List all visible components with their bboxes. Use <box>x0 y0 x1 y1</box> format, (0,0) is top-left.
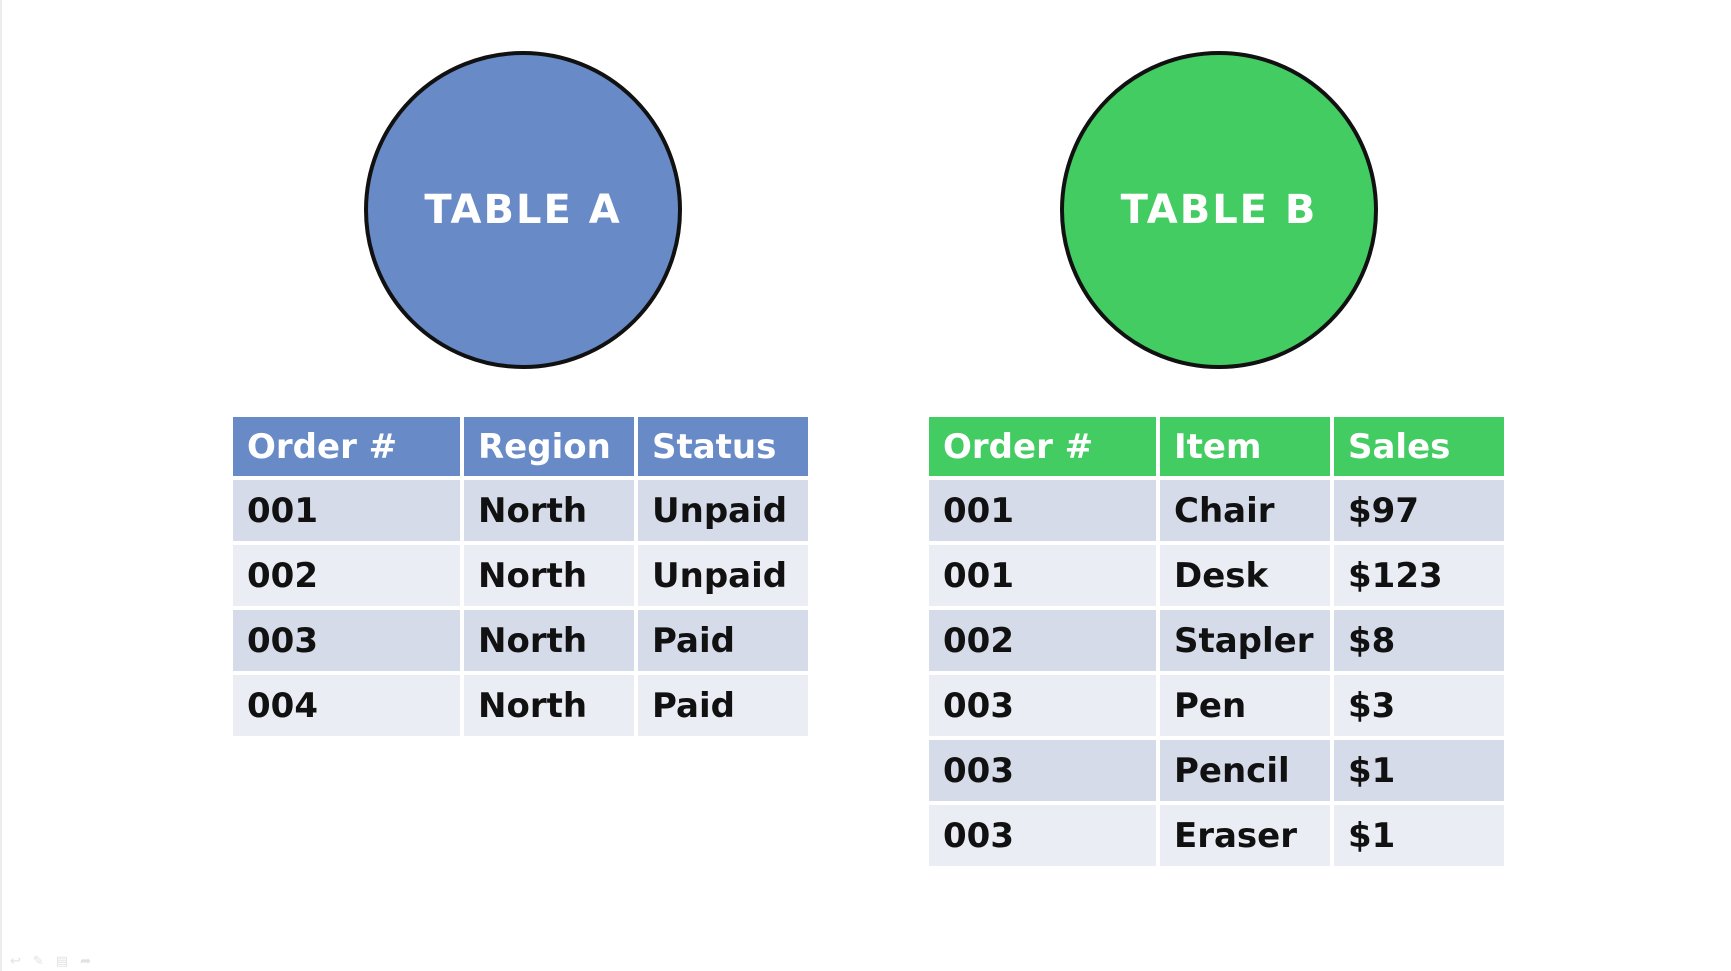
table-row: 004 North Paid <box>233 675 808 736</box>
table-row: 001 Chair $97 <box>929 480 1504 541</box>
table-b-cell: Pen <box>1160 675 1330 736</box>
table-b-cell: $97 <box>1334 480 1504 541</box>
table-a-title: TABLE A <box>424 187 622 233</box>
forward-arrow-icon[interactable]: ➦ <box>80 954 92 969</box>
slide-left-edge <box>0 0 2 971</box>
table-row: 003 North Paid <box>233 610 808 671</box>
pen-icon[interactable]: ✎ <box>32 954 44 969</box>
table-b-header-order: Order # <box>929 417 1156 476</box>
table-b-cell: Pencil <box>1160 740 1330 801</box>
table-b-cell: 002 <box>929 610 1156 671</box>
table-b-cell: $3 <box>1334 675 1504 736</box>
table-b-cell: Stapler <box>1160 610 1330 671</box>
slideshow-toolbar: ↩ ✎ ▤ ➦ <box>10 954 91 969</box>
table-a-cell: Paid <box>638 610 808 671</box>
table-a-cell: North <box>464 480 634 541</box>
table-a-header-region: Region <box>464 417 634 476</box>
table-b-header-item: Item <box>1160 417 1330 476</box>
table-b-header-row: Order # Item Sales <box>929 417 1504 476</box>
table-b-cell: $1 <box>1334 740 1504 801</box>
table-row: 003 Eraser $1 <box>929 805 1504 866</box>
table-a-cell: North <box>464 675 634 736</box>
back-arrow-icon[interactable]: ↩ <box>10 954 21 969</box>
table-b-cell: 001 <box>929 545 1156 606</box>
table-row: 001 North Unpaid <box>233 480 808 541</box>
table-a-header-row: Order # Region Status <box>233 417 808 476</box>
table-a-cell: 002 <box>233 545 460 606</box>
table-b-circle: TABLE B <box>1060 51 1378 369</box>
table-b-cell: Desk <box>1160 545 1330 606</box>
table-b-cell: $8 <box>1334 610 1504 671</box>
table-row: 002 Stapler $8 <box>929 610 1504 671</box>
table-a-cell: Paid <box>638 675 808 736</box>
table-b-cell: $123 <box>1334 545 1504 606</box>
table-a: Order # Region Status 001 North Unpaid 0… <box>229 413 812 740</box>
table-b-cell: Chair <box>1160 480 1330 541</box>
table-b-title: TABLE B <box>1120 187 1318 233</box>
table-a-header-status: Status <box>638 417 808 476</box>
table-b-cell: 003 <box>929 675 1156 736</box>
table-row: 002 North Unpaid <box>233 545 808 606</box>
table-b-cell: Eraser <box>1160 805 1330 866</box>
table-row: 003 Pencil $1 <box>929 740 1504 801</box>
table-b-header-sales: Sales <box>1334 417 1504 476</box>
table-b: Order # Item Sales 001 Chair $97 001 Des… <box>925 413 1508 870</box>
table-a-header-order: Order # <box>233 417 460 476</box>
table-row: 001 Desk $123 <box>929 545 1504 606</box>
table-row: 003 Pen $3 <box>929 675 1504 736</box>
table-a-cell: 001 <box>233 480 460 541</box>
table-a-cell: 003 <box>233 610 460 671</box>
table-b-cell: $1 <box>1334 805 1504 866</box>
table-a-cell: North <box>464 545 634 606</box>
table-a-cell: Unpaid <box>638 545 808 606</box>
table-b-cell: 003 <box>929 805 1156 866</box>
table-a-cell: North <box>464 610 634 671</box>
menu-icon[interactable]: ▤ <box>55 954 69 969</box>
table-b-cell: 003 <box>929 740 1156 801</box>
table-b-cell: 001 <box>929 480 1156 541</box>
table-a-cell: 004 <box>233 675 460 736</box>
table-a-circle: TABLE A <box>364 51 682 369</box>
table-a-cell: Unpaid <box>638 480 808 541</box>
